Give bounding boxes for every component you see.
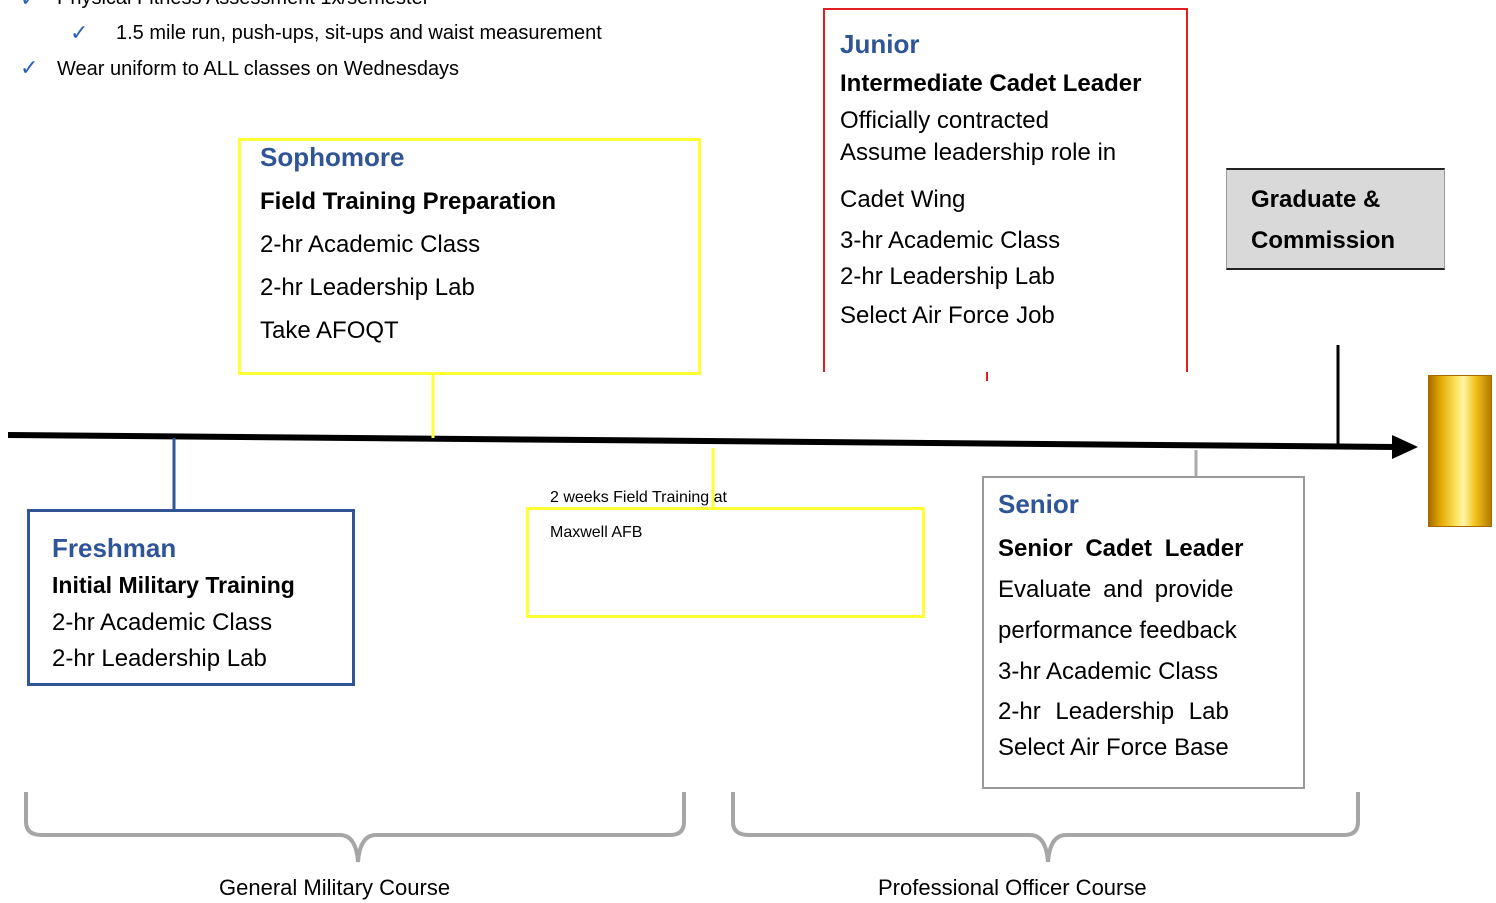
junior-line: Cadet Wing [840, 186, 966, 213]
junior-line: 3-hr Academic Class [840, 227, 1061, 254]
junior-line: Officially contracted [840, 107, 1049, 134]
gmc-brace [24, 792, 686, 863]
graduate-line: Graduate & [1251, 186, 1381, 213]
freshman-title: Freshman [52, 533, 177, 563]
field-training-line: 2 weeks Field Training at [550, 489, 727, 506]
sophomore-line: 2-hr Academic Class [260, 231, 481, 258]
freshman-line: 2-hr Academic Class [52, 609, 273, 636]
freshman-box: Freshman Initial Military Training 2-hr … [27, 509, 355, 686]
senior-line: performance feedback [998, 617, 1237, 644]
junior-line: Assume leadership role in [840, 139, 1117, 166]
senior-role: Senior Cadet Leader [998, 535, 1244, 562]
senior-line: Select Air Force Base [998, 734, 1229, 761]
senior-line: 3-hr Academic Class [998, 658, 1219, 685]
senior-title: Senior [998, 489, 1079, 519]
gmc-label: General Military Course [219, 875, 451, 900]
list-item: Physical Fitness Assessment 1x/semester [57, 0, 429, 10]
poc-brace [731, 792, 1360, 863]
junior-title: Junior [840, 29, 920, 59]
sophomore-box: Sophomore Field Training Preparation 2-h… [238, 138, 701, 375]
senior-box: Senior Senior Cadet Leader Evaluate and … [982, 476, 1305, 789]
freshman-role: Initial Military Training [52, 572, 295, 598]
sophomore-title: Sophomore [260, 142, 405, 172]
timeline-axis [7, 432, 1396, 450]
timeline-arrowhead [1392, 435, 1418, 459]
checkmark-icon: ✓ [20, 0, 38, 12]
junior-line: Select Air Force Job [840, 302, 1055, 329]
sophomore-line: 2-hr Leadership Lab [260, 274, 475, 301]
junior-box: Junior Intermediate Cadet Leader Officia… [823, 8, 1188, 372]
graduate-line: Commission [1251, 227, 1396, 254]
list-sub-item: 1.5 mile run, push-ups, sit-ups and wais… [116, 22, 602, 44]
checkmark-icon: ✓ [70, 20, 89, 45]
senior-line: 2-hr Leadership Lab [998, 698, 1229, 725]
field-training-line: Maxwell AFB [550, 524, 643, 541]
junior-role: Intermediate Cadet Leader [840, 70, 1142, 97]
field-training-box [526, 507, 925, 618]
senior-line: Evaluate and provide [998, 576, 1234, 603]
sophomore-line: Take AFOQT [260, 317, 399, 344]
list-item: Wear uniform to ALL classes on Wednesday… [57, 58, 460, 80]
second-lieutenant-bar-icon [1428, 375, 1492, 527]
sophomore-role: Field Training Preparation [260, 188, 557, 215]
poc-label: Professional Officer Course [878, 875, 1147, 900]
junior-line: 2-hr Leadership Lab [840, 263, 1055, 290]
graduate-box: Graduate & Commission [1226, 168, 1445, 270]
freshman-line: 2-hr Leadership Lab [52, 645, 267, 672]
checkmark-icon: ✓ [20, 55, 39, 80]
